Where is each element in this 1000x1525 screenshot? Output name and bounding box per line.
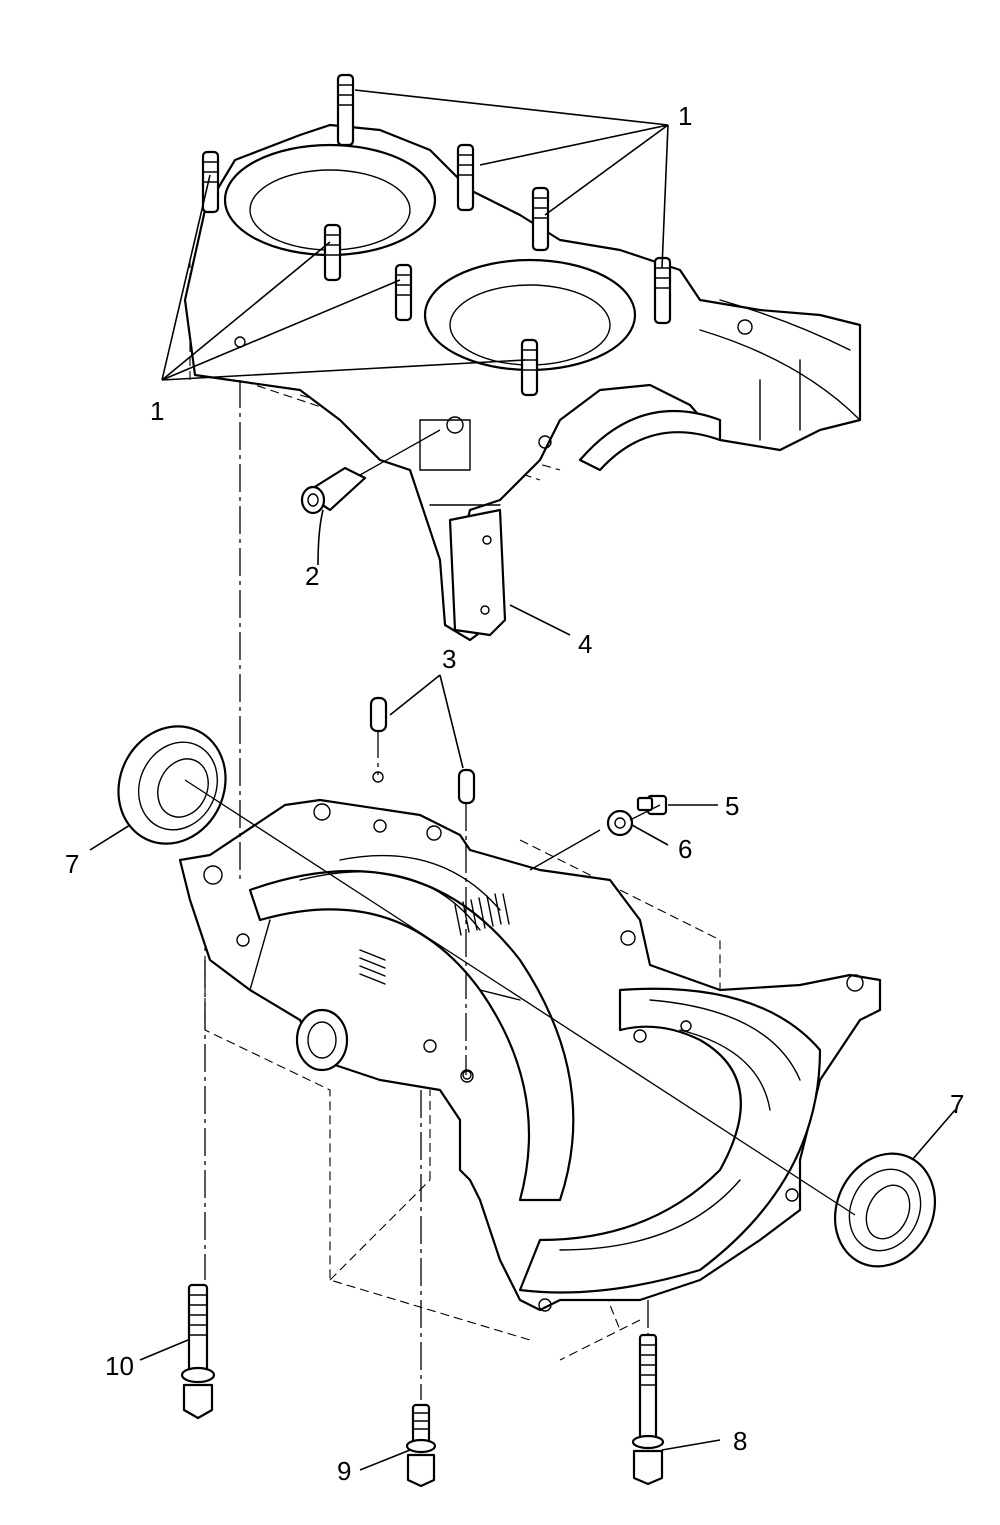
dowel-hole-2: [462, 1070, 472, 1080]
callout-5: 5: [725, 791, 739, 821]
dowel-pin-2: [457, 768, 476, 805]
leader-1-left: [161, 174, 526, 381]
face-hole-1: [203, 865, 223, 885]
leader-4: [509, 604, 571, 636]
leader-3: [389, 674, 464, 769]
face-hole-13: [538, 1298, 552, 1312]
face-hole-12: [785, 1188, 799, 1202]
lower-gear-teeth: [359, 949, 386, 985]
face-hole-3: [313, 803, 331, 821]
bearing-saddle-details: [249, 854, 521, 1001]
callout-1-top: 1: [678, 101, 692, 131]
callout-7-right: 7: [950, 1089, 964, 1119]
fitting-axis-line: [359, 429, 441, 476]
callout-labels: 1 1 2 3 4 5 6 7 7 8 9 10: [65, 101, 964, 1486]
callout-4: 4: [578, 629, 592, 659]
callout-6: 6: [678, 834, 692, 864]
leader-9: [359, 1449, 411, 1471]
upper-bearing-saddle: [578, 409, 722, 472]
face-hole-10: [680, 1020, 692, 1032]
callout-2: 2: [305, 561, 319, 591]
drain-boss-inner: [307, 1021, 337, 1059]
bolt-part-8: [631, 1333, 665, 1486]
upper-mounting-leg: [448, 508, 507, 637]
boss-hole: [446, 416, 464, 434]
leader-7-left: [89, 824, 131, 851]
face-hole-9: [633, 1029, 647, 1043]
washer-part-6: [606, 809, 634, 837]
lower-crankcase-half: [178, 771, 882, 1361]
oil-seal-right: [833, 1152, 937, 1268]
face-hole-8: [620, 930, 636, 946]
assembly-lines: [184, 380, 856, 1400]
callout-1-left: 1: [150, 396, 164, 426]
stud-2: [201, 150, 220, 214]
callout-7-left: 7: [65, 849, 79, 879]
flywheel-housing: [518, 987, 822, 1294]
lower-crankcase-hidden-lines: [204, 839, 721, 1361]
seal-axis-line: [184, 779, 856, 1216]
leader-lines: [89, 89, 956, 1471]
dowel-pin-1: [369, 696, 388, 733]
flange-hole-2: [538, 435, 552, 449]
upper-flange-details: [699, 299, 861, 441]
face-hole-7: [423, 1039, 437, 1053]
callout-10: 10: [105, 1351, 134, 1381]
callout-8: 8: [733, 1426, 747, 1456]
leg-hole-2: [480, 605, 490, 615]
flange-hole-1: [737, 319, 753, 335]
callout-3: 3: [442, 644, 456, 674]
dowel-pins: [369, 696, 476, 805]
face-hole-4: [373, 819, 387, 833]
stud-5: [323, 223, 342, 282]
bolt-part-9: [405, 1403, 437, 1488]
stud-6: [394, 263, 413, 322]
upper-web-details: [419, 419, 501, 506]
cylinder-studs: [201, 73, 672, 397]
worm-gear-teeth: [454, 893, 510, 936]
leader-2: [317, 509, 324, 566]
plug-bolt-part-5: [636, 794, 668, 816]
leader-6: [631, 824, 669, 846]
face-hole-2: [236, 933, 250, 947]
leader-7-right: [911, 1109, 956, 1161]
drain-boss: [295, 1008, 349, 1072]
stud-8: [520, 338, 539, 397]
face-hole-5: [426, 825, 442, 841]
main-bearing-saddle: [248, 870, 575, 1202]
face-hole-6: [460, 1069, 474, 1083]
leader-1-top: [354, 89, 669, 269]
flywheel-housing-details: [559, 999, 801, 1251]
callout-9: 9: [337, 1456, 351, 1486]
fitting-part-2: [300, 466, 367, 515]
stud-4: [531, 186, 550, 252]
bolt-5-axis-line: [529, 804, 661, 871]
leader-8: [661, 1439, 721, 1451]
leg-hole-1: [482, 535, 492, 545]
oil-seal-left: [117, 725, 227, 845]
stud-1: [336, 73, 355, 147]
face-hole-11: [846, 974, 864, 992]
bolt-part-10: [180, 1283, 216, 1420]
leader-10: [139, 1339, 189, 1361]
stud-3: [456, 143, 475, 212]
